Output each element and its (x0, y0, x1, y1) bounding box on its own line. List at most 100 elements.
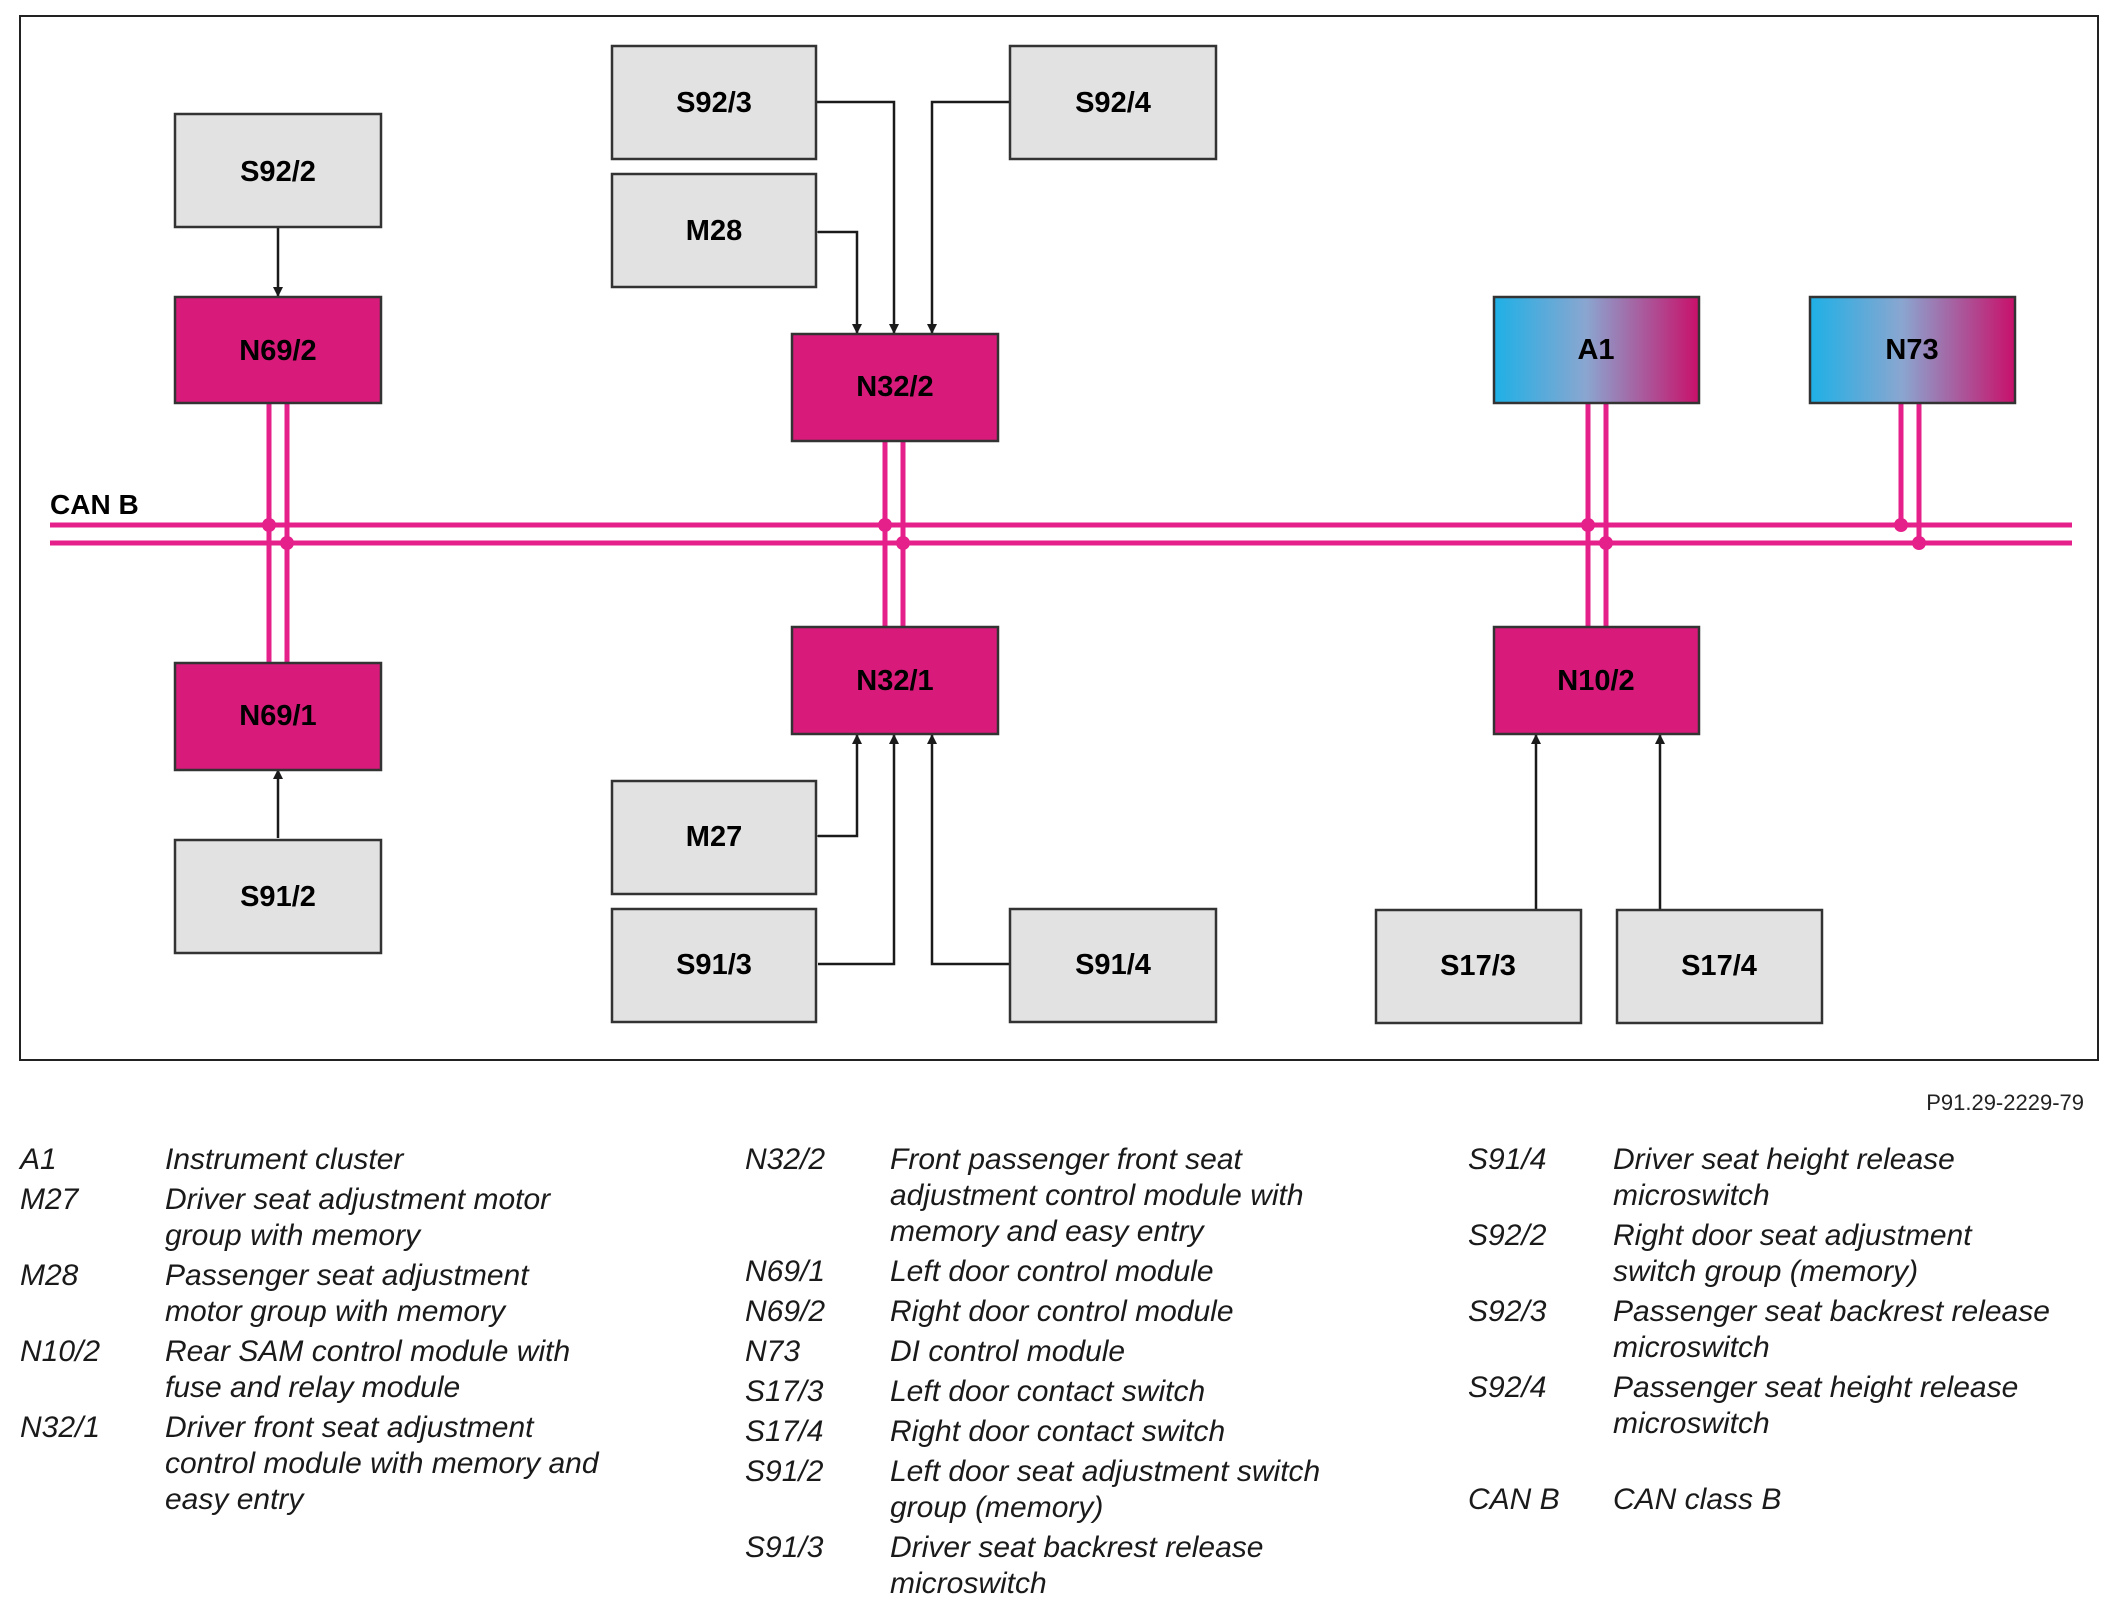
box-s17-3: S17/3 (1374, 908, 1583, 1025)
svg-text:N32/1: N32/1 (856, 665, 933, 697)
legend-code: CAN B (1468, 1483, 1560, 1516)
legend-description: Left door seat adjustment switch group (… (890, 1455, 1321, 1524)
legend-code: S91/2 (745, 1455, 824, 1488)
legend-description: Left door contact switch (890, 1375, 1206, 1408)
legend-column-2: N32/2 Front passenger front seat adjustme… (745, 1142, 1445, 1606)
can-bus-label: CAN B (50, 489, 139, 520)
box-n10-2: N10/2 (1492, 625, 1701, 736)
box-s91-2: S91/2 (173, 838, 383, 955)
legend-description: Passenger seat height release microswitc… (1613, 1371, 2019, 1440)
box-n69-1: N69/1 (173, 661, 383, 772)
legend-code: S91/3 (745, 1531, 824, 1564)
legend-description: Passenger seat adjustment motor group wi… (165, 1259, 529, 1328)
legend-code: N73 (745, 1335, 801, 1368)
legend-description: Driver seat backrest release microswitch (890, 1531, 1264, 1600)
line-m28-n32-2 (809, 227, 862, 334)
box-s91-4: S91/4 (1008, 907, 1218, 1024)
legend-column-3: S91/4 Driver seat height release microswi… (1468, 1142, 2108, 1522)
legend-description: Right door contact switch (890, 1415, 1226, 1448)
box-s92-2: S92/2 (173, 112, 383, 229)
legend-code: M28 (20, 1259, 79, 1292)
legend-description: Left door control module (890, 1255, 1214, 1288)
legend-description: Front passenger front seat adjustment co… (890, 1143, 1304, 1248)
legend-item: M28 Passenger seat adjustment motor group… (20, 1258, 720, 1330)
wiring-diagram: CAN B S92/2 S91/2 S92/3 (19, 15, 2099, 1061)
legend-item: N69/1 Left door control module (745, 1254, 1445, 1290)
can-junctions (262, 518, 1926, 550)
legend-code: S17/3 (745, 1375, 824, 1408)
legend-item: M27 Driver seat adjustment motor group wi… (20, 1182, 720, 1254)
legend-item: S17/4 Right door contact switch (745, 1414, 1445, 1450)
svg-text:N69/2: N69/2 (239, 335, 316, 367)
svg-text:S92/4: S92/4 (1075, 87, 1151, 119)
legend-code: S17/4 (745, 1415, 824, 1448)
legend-item: N32/2 Front passenger front seat adjustme… (745, 1142, 1445, 1250)
box-s17-4: S17/4 (1615, 908, 1824, 1025)
legend-description: Driver seat height release microswitch (1613, 1143, 1955, 1212)
legend-code: M27 (20, 1183, 79, 1216)
box-n73: N73 (1808, 295, 2017, 405)
legend-description: Passenger seat backrest release microswi… (1613, 1295, 2050, 1364)
legend-code: S92/3 (1468, 1295, 1547, 1328)
svg-text:S91/3: S91/3 (676, 949, 752, 981)
legend-item: S91/4 Driver seat height release microswi… (1468, 1142, 2108, 1214)
legend-item: S92/4 Passenger seat height release micro… (1468, 1370, 2108, 1442)
box-s92-3: S92/3 (610, 44, 818, 161)
legend-item: N69/2 Right door control module (745, 1294, 1445, 1330)
legend-description: Right door seat adjustment switch group … (1613, 1219, 1972, 1288)
legend-description: Right door control module (890, 1295, 1234, 1328)
legend-item: S91/2 Left door seat adjustment switch gr… (745, 1454, 1445, 1526)
line-s92-4-to-n32-2 (927, 100, 1010, 334)
legend-code: N69/2 (745, 1295, 826, 1328)
box-n32-1: N32/1 (790, 625, 1000, 736)
svg-text:S92/3: S92/3 (676, 87, 752, 119)
box-m27: M27 (610, 779, 818, 896)
legend-item: N73 DI control module (745, 1334, 1445, 1370)
legend-description: Instrument cluster (165, 1143, 404, 1176)
legend-description: DI control module (890, 1335, 1126, 1368)
svg-text:N69/1: N69/1 (239, 700, 316, 732)
legend-description: Rear SAM control module with fuse and re… (165, 1335, 571, 1404)
box-s91-3: S91/3 (610, 907, 818, 1024)
svg-text:S91/4: S91/4 (1075, 949, 1151, 981)
legend-code: S92/2 (1468, 1219, 1547, 1252)
line-s91-3-to-n32-1 (818, 734, 899, 966)
legend-description: CAN class B (1613, 1483, 1782, 1516)
box-m28: M28 (610, 172, 818, 289)
legend-description: Driver front seat adjustment control mod… (165, 1411, 599, 1516)
legend-item: N10/2 Rear SAM control module with fuse a… (20, 1334, 720, 1406)
legend-code: N32/2 (745, 1143, 826, 1176)
svg-text:N10/2: N10/2 (1557, 665, 1634, 697)
box-n69-2: N69/2 (173, 295, 383, 405)
svg-text:M27: M27 (686, 821, 742, 853)
legend-item: S91/3 Driver seat backrest release micros… (745, 1530, 1445, 1602)
svg-text:N32/2: N32/2 (856, 371, 933, 403)
box-a1: A1 (1492, 295, 1701, 405)
legend-item: S92/3 Passenger seat backrest release mic… (1468, 1294, 2108, 1366)
legend-item: S17/3 Left door contact switch (745, 1374, 1445, 1410)
legend-code: N10/2 (20, 1335, 101, 1368)
svg-text:N73: N73 (1885, 334, 1938, 366)
legend-item: S92/2 Right door seat adjustment switch g… (1468, 1218, 2108, 1290)
line-s91-4-to-n32-1 (927, 734, 1010, 966)
legend-item: N32/1 Driver front seat adjustment contro… (20, 1410, 720, 1518)
svg-text:S17/3: S17/3 (1440, 950, 1516, 982)
legend-description: Driver seat adjustment motor group with … (165, 1183, 551, 1252)
figure-reference: P91.29-2229-79 (1926, 1090, 2084, 1115)
line-m27-n32-1 (809, 734, 862, 841)
box-s92-4: S92/4 (1008, 44, 1218, 161)
legend-code: N69/1 (745, 1255, 826, 1288)
legend-item: A1 Instrument cluster (20, 1142, 720, 1178)
svg-text:A1: A1 (1577, 334, 1614, 366)
legend-code: S92/4 (1468, 1371, 1547, 1404)
legend-item-can-b: CAN B CAN class B (1468, 1482, 2108, 1518)
svg-text:S92/2: S92/2 (240, 156, 316, 188)
signal-lines (273, 100, 1665, 966)
legend-code: A1 (20, 1143, 57, 1176)
legend-code: N32/1 (20, 1411, 101, 1444)
line-s92-3-to-n32-2 (816, 100, 899, 334)
legend-code: S91/4 (1468, 1143, 1547, 1176)
svg-text:M28: M28 (686, 215, 742, 247)
svg-text:S17/4: S17/4 (1681, 950, 1757, 982)
